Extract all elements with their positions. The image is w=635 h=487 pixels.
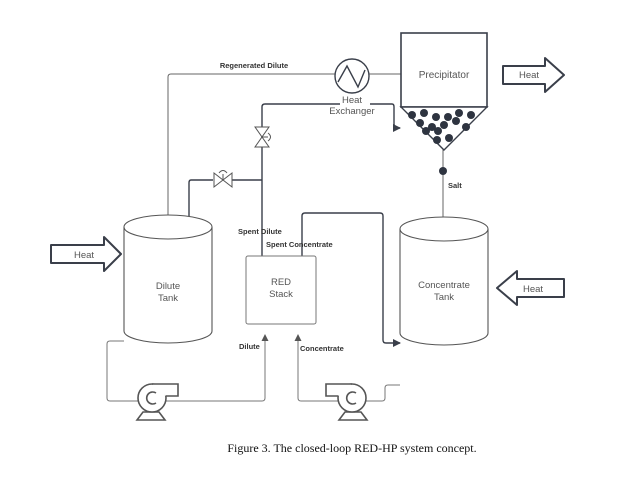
concentrate-label: Concentrate bbox=[300, 344, 344, 353]
dilute-pump-icon[interactable] bbox=[135, 383, 179, 421]
dilute-feed-line bbox=[106, 334, 269, 402]
heat-label-concentrate: Heat bbox=[523, 284, 543, 295]
dilute-label: Dilute bbox=[239, 342, 260, 351]
precipitator: Precipitator bbox=[399, 32, 489, 151]
concentrate-tank-label-2: Tank bbox=[434, 292, 454, 303]
heat-out-arrow-precipitator: Heat bbox=[502, 57, 565, 93]
spent-concentrate-line bbox=[301, 212, 401, 347]
concentrate-tank-label-1: Concentrate bbox=[418, 280, 470, 291]
regenerated-dilute-line bbox=[168, 73, 401, 262]
heat-exchanger-icon bbox=[334, 58, 370, 94]
salt-label: Salt bbox=[448, 181, 462, 190]
salt-crystals bbox=[408, 109, 475, 144]
dilute-bypass-line bbox=[189, 179, 262, 262]
horizontal-valve-icon[interactable] bbox=[213, 170, 233, 189]
red-stack: RED Stack bbox=[245, 255, 317, 325]
heat-in-arrow-dilute-tank: Heat bbox=[50, 236, 122, 272]
figure-caption: Figure 3. The closed-loop RED-HP system … bbox=[227, 441, 476, 455]
concentrate-pump-icon[interactable] bbox=[325, 383, 369, 421]
vertical-valve-icon[interactable] bbox=[254, 126, 271, 148]
concentrate-feed-line bbox=[294, 334, 400, 402]
dilute-tank: Dilute Tank bbox=[123, 214, 213, 344]
dilute-tank-label-1: Dilute bbox=[156, 281, 180, 292]
heat-in-arrow-concentrate-tank: Heat bbox=[496, 270, 565, 306]
heat-exchanger-label-2: Exchanger bbox=[329, 106, 374, 117]
heat-label-precipitator: Heat bbox=[519, 70, 539, 81]
heat-label-dilute: Heat bbox=[74, 250, 94, 261]
dilute-tank-label-2: Tank bbox=[158, 293, 178, 304]
heat-exchanger-label-1: Heat bbox=[342, 95, 362, 106]
red-stack-label-2: Stack bbox=[269, 289, 293, 300]
precipitator-label: Precipitator bbox=[419, 70, 470, 81]
red-stack-label-1: RED bbox=[271, 277, 291, 288]
regenerated-dilute-label: Regenerated Dilute bbox=[220, 61, 288, 70]
concentrate-tank: Concentrate Tank bbox=[399, 216, 489, 346]
spent-concentrate-label: Spent Concentrate bbox=[266, 240, 333, 249]
spent-dilute-label: Spent Dilute bbox=[238, 227, 282, 236]
salt-particle-icon bbox=[439, 167, 447, 175]
spent-dilute-line bbox=[261, 103, 400, 256]
